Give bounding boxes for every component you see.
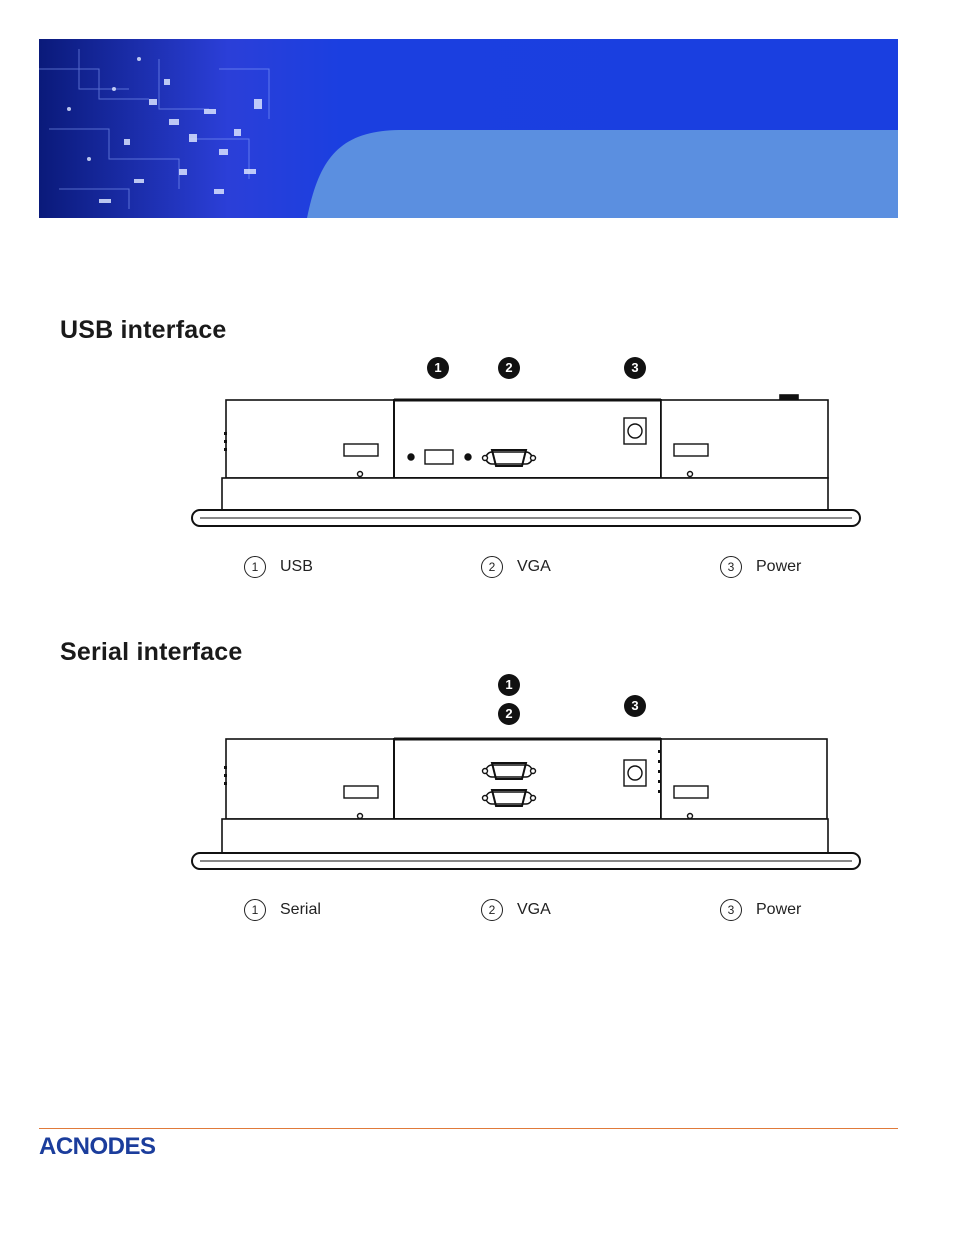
legend-label: VGA [517,558,551,575]
callout-marker-2: 2 [498,357,520,379]
usb-interface-diagram [180,392,870,532]
legend-item-power: 3 Power [720,899,801,921]
acnodes-logo: ACNODES [39,1133,156,1160]
callout-marker-3: 3 [624,357,646,379]
device-bottom-view-usb [191,394,861,527]
legend-label: Power [756,558,802,575]
legend-number: 3 [720,899,742,921]
legend-item-vga: 2 VGA [481,899,551,921]
device-bottom-view-serial [191,737,861,870]
circuit-board-image [39,39,898,218]
section-title-serial: Serial interface [60,638,243,666]
legend-number: 3 [720,556,742,578]
callout-marker-1: 1 [498,674,520,696]
header-banner [39,39,898,218]
callout-marker-3: 3 [624,695,646,717]
legend-number: 1 [244,556,266,578]
serial-interface-diagram [180,730,870,875]
section-title-usb: USB interface [60,316,227,344]
legend-item-vga: 2 VGA [481,556,551,578]
legend-label: VGA [517,901,551,918]
legend-item-power: 3 Power [720,556,801,578]
legend-number: 2 [481,556,503,578]
footer-divider [39,1128,898,1129]
callout-marker-1: 1 [427,357,449,379]
legend-number: 2 [481,899,503,921]
callout-marker-2: 2 [498,703,520,725]
legend-item-usb: 1 USB [244,556,313,578]
legend-number: 1 [244,899,266,921]
legend-label: Serial [280,901,321,918]
legend-label: USB [280,558,313,575]
legend-item-serial: 1 Serial [244,899,321,921]
legend-label: Power [756,901,802,918]
